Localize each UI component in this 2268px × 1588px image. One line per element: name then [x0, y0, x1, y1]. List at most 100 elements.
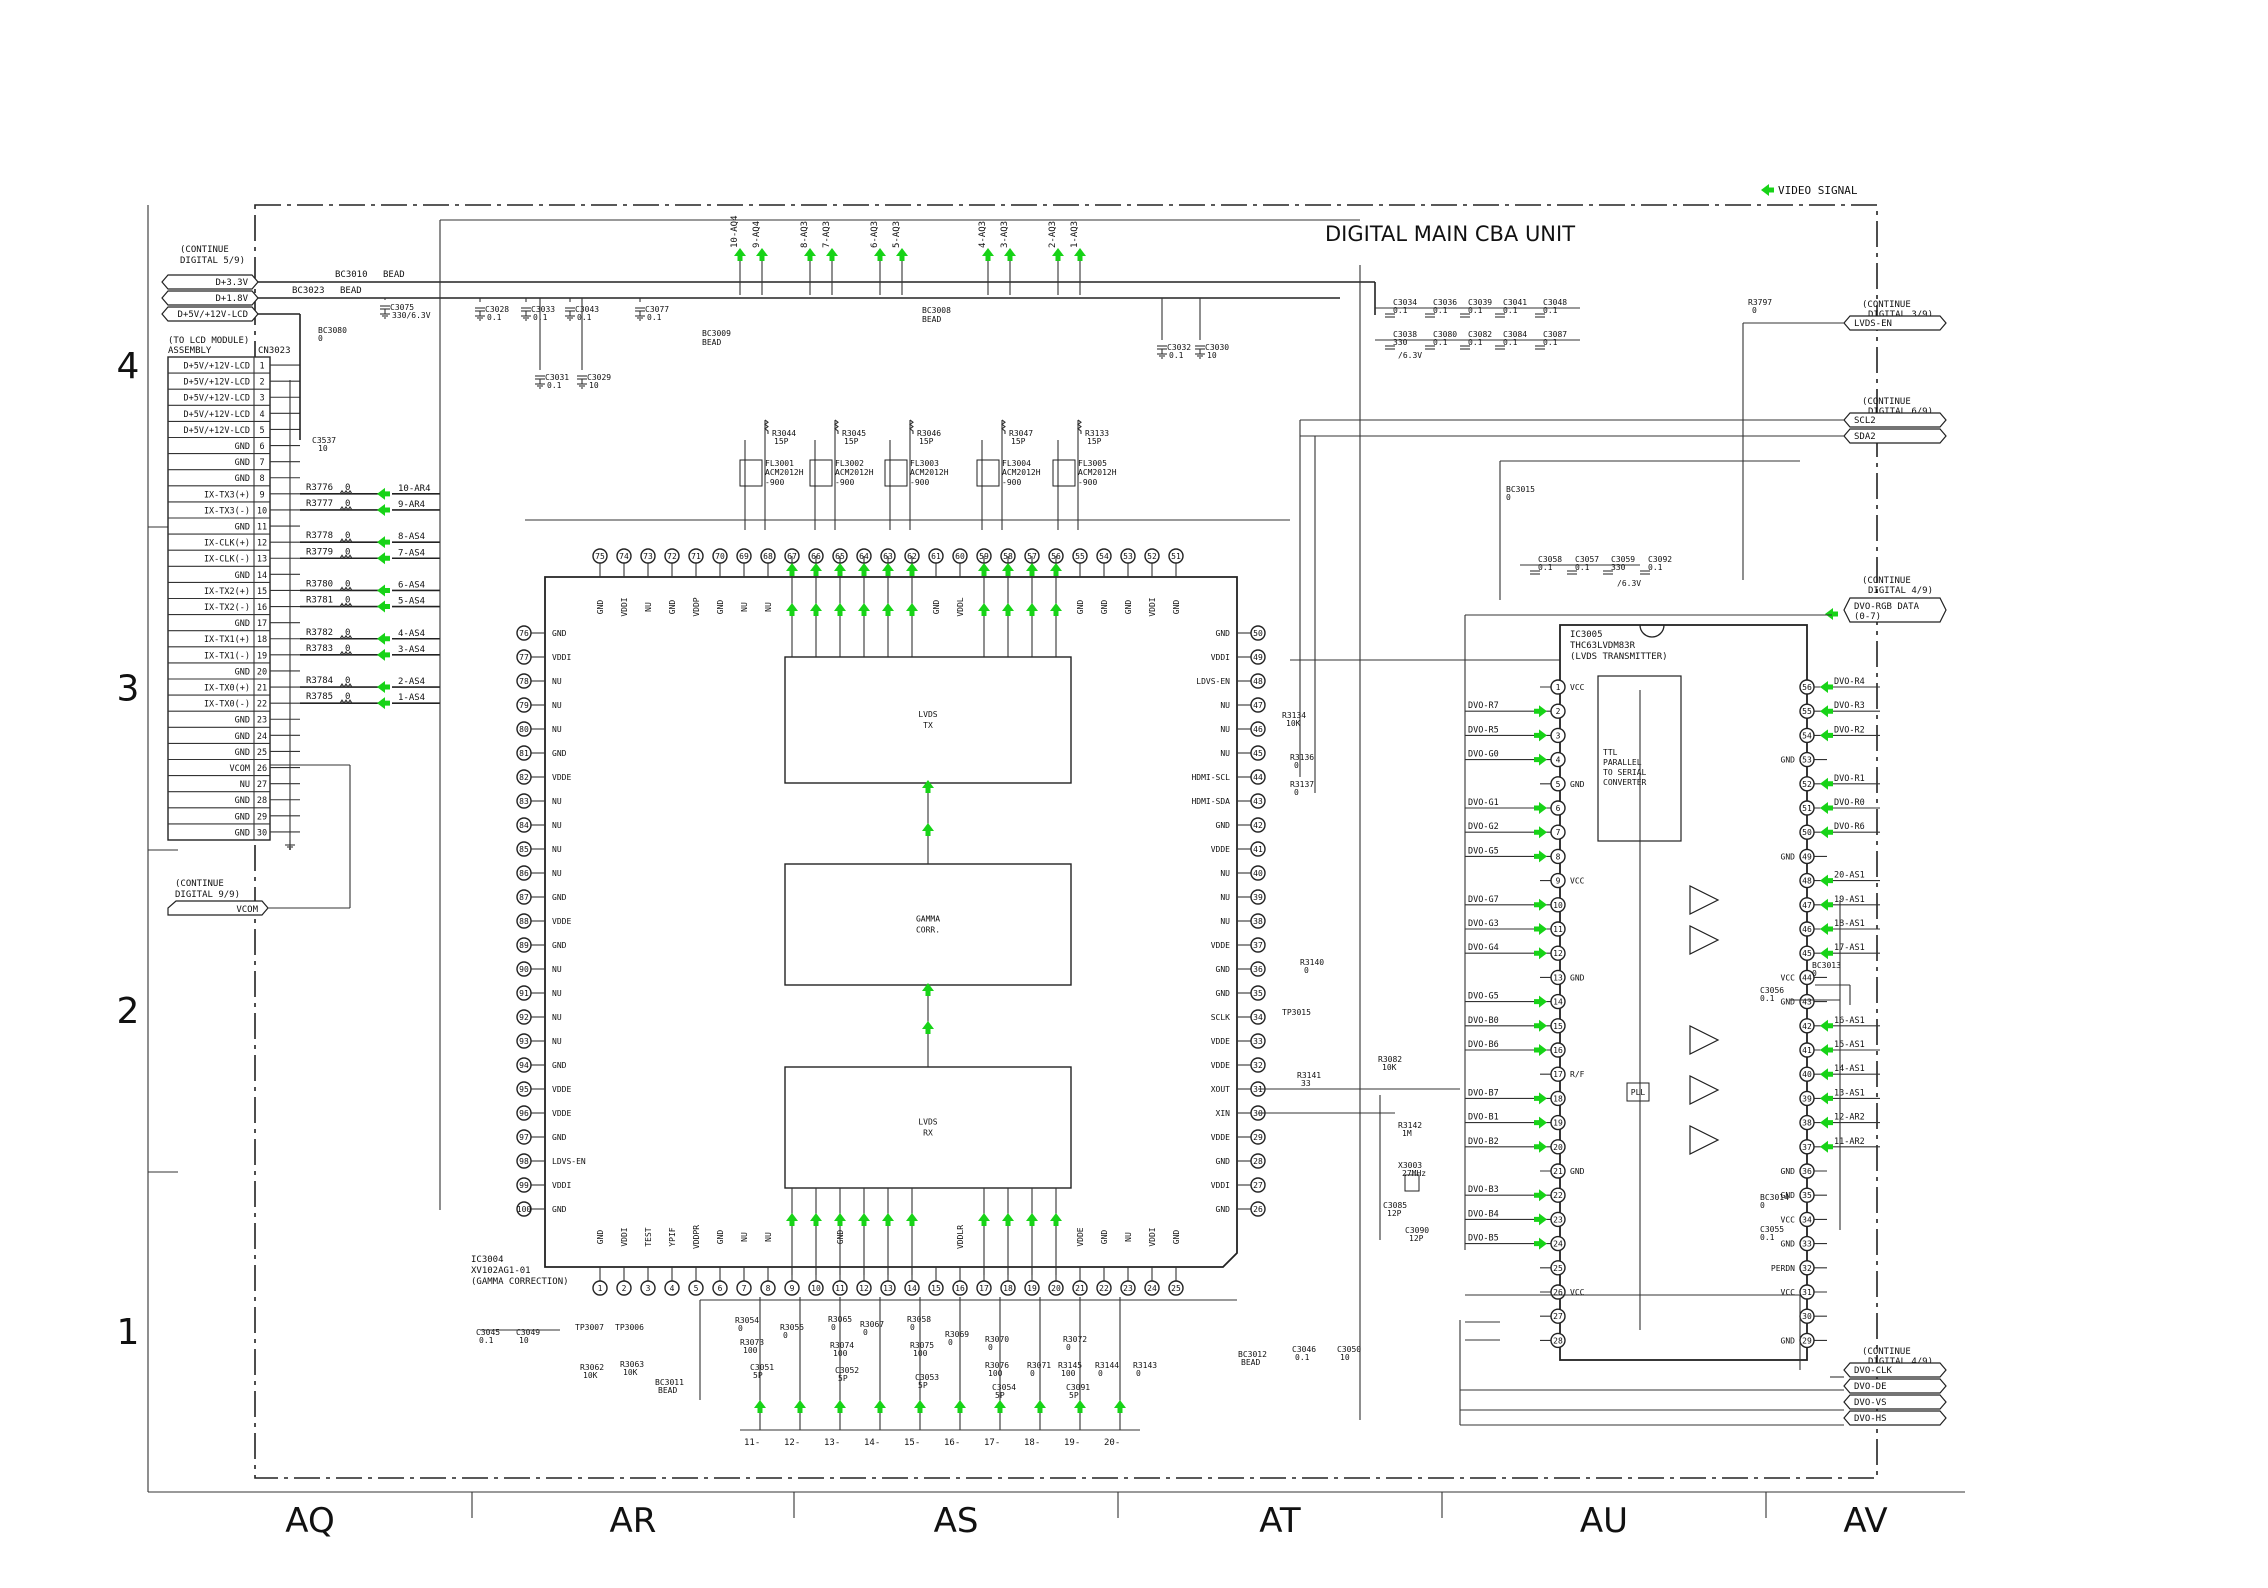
ic3004-pin-name: GND: [1076, 600, 1085, 615]
resistor-ref: R3779: [306, 547, 333, 557]
ic3004-pin: [976, 1280, 992, 1296]
rgb-net-label: DVO-G3: [1468, 919, 1499, 929]
pin-number: 4: [670, 1284, 675, 1293]
pin-number: 77: [519, 653, 529, 662]
cap-ref: C3055: [1760, 1225, 1784, 1234]
ic3005-arrow: [1820, 1092, 1833, 1105]
ic3004-pin-name: NU: [740, 602, 749, 612]
bead-value: 0: [1812, 969, 1817, 978]
vcom-connector: [167, 900, 269, 916]
ic3004-pin: [1250, 769, 1266, 785]
ic3004-pin: [832, 1280, 848, 1296]
ic3005-pin: [1550, 1090, 1566, 1107]
ic3005-pin-name: GND: [1781, 1336, 1796, 1345]
ic3004-pin: [1250, 721, 1266, 737]
pin-number: 98: [519, 1157, 529, 1166]
cap-value: 0.1: [647, 313, 662, 322]
resistor-symbol: [339, 554, 353, 560]
top-net-label: 10-AQ4: [730, 215, 740, 248]
ic3005-pin: [1799, 848, 1815, 865]
ic3004-pin-name: XIN: [1216, 1109, 1231, 1118]
net-label: 1-AS4: [398, 693, 425, 703]
bottom-part-ref: C3051: [750, 1363, 774, 1372]
bottom-part-value: 5P: [838, 1374, 848, 1383]
ic3005-net-label: 17-AS1: [1834, 943, 1865, 953]
connector-pin-signal: GND: [235, 716, 250, 726]
ic3005-net-label: DVO-R2: [1834, 725, 1865, 735]
pin-number: 85: [519, 845, 529, 854]
pin-number: 25: [1553, 1264, 1563, 1273]
connector-pin-number: 28: [257, 796, 267, 806]
ic3004-pin-name: YPIF: [668, 1227, 677, 1246]
ic3004-pin: [1250, 841, 1266, 857]
ic3004-pin-name: GND: [668, 600, 677, 615]
ic3005-pin: [1799, 1163, 1815, 1179]
ic3004-pin-name: NU: [552, 1013, 562, 1022]
cap-value: 0.1: [1760, 994, 1775, 1003]
cap-value: 0.1: [1433, 306, 1448, 315]
bottom-part-value: 0.1: [479, 1336, 494, 1345]
bottom-part-ref: C3050: [1337, 1345, 1361, 1354]
connector-pin-signal: GND: [235, 667, 250, 677]
bottom-part-ref: C3049: [516, 1328, 540, 1337]
resistor-value: 0: [345, 676, 350, 686]
lvds-tx-arrow: [786, 603, 798, 616]
pin-number: 51: [1802, 804, 1812, 813]
ic3004-pin: [904, 1280, 920, 1296]
ic3005-pin: [1550, 1066, 1566, 1082]
ic3004-pin-name: LDVS-EN: [1196, 677, 1230, 686]
pin-number: 53: [1123, 552, 1133, 561]
bottom-part-ref: C3046: [1292, 1345, 1316, 1354]
bottom-net-label: 15-: [904, 1438, 920, 1448]
bottom-net-arrow: [834, 1400, 846, 1413]
ic3004-pin-name: NU: [1220, 869, 1230, 878]
ic3004-pin-name: HDMI-SCL: [1191, 773, 1230, 782]
ic3004-pin: [516, 745, 532, 761]
rgb-bus-connector: [1843, 597, 1947, 623]
bottom-part-value: 0: [1098, 1369, 1103, 1378]
tx-arrow: [377, 584, 390, 597]
ic3004-pin-name: VDDP: [692, 597, 701, 616]
block-label: LVDS: [918, 1118, 937, 1127]
ic3004-pin: [1250, 889, 1266, 905]
lvds-tx-arrow: [834, 603, 846, 616]
ic3005-arrow: [1820, 1044, 1833, 1056]
ic3004-pin: [516, 1105, 532, 1121]
pin-number: 88: [519, 917, 529, 926]
pin-number: 54: [1099, 552, 1109, 561]
bead-ref: BC3080: [318, 326, 347, 335]
lvds-rx-arrow: [1002, 1213, 1014, 1226]
ic3004-part-value: 33: [1301, 1079, 1311, 1088]
ic3004-pin-name: VDDE: [1211, 1037, 1230, 1046]
ic3004-pin-name: VDDE: [552, 1109, 571, 1118]
ic3004-pin: [516, 1201, 532, 1217]
filter-res-value: 15P: [1087, 437, 1102, 446]
bottom-net-arrow: [914, 1400, 926, 1413]
connector-pin-number: 24: [257, 732, 267, 742]
connector-pin-signal: GND: [235, 812, 250, 822]
pin-number: 30: [1802, 1312, 1812, 1321]
connector-pin-signal: D+5V/+12V-LCD: [183, 362, 250, 372]
bead-ref: BC3023: [292, 286, 325, 296]
connector-pin-number: 1: [259, 362, 264, 372]
ic3004-part-ref: C3085: [1383, 1201, 1407, 1210]
bead-ref: BC3014: [1760, 1193, 1789, 1202]
cap-value: 0.1: [1503, 338, 1518, 347]
bottom-net-arrow: [874, 1400, 886, 1413]
pin-number: 25: [1171, 1284, 1181, 1293]
ic3005-pin-name: VCC: [1570, 1288, 1585, 1297]
top-net-arrow: [874, 248, 886, 261]
zone-label-as: AS: [934, 1501, 979, 1541]
bottom-part-ref: R3143: [1133, 1361, 1157, 1370]
pin-number: 7: [742, 1284, 747, 1293]
lvds-driver: [1689, 1125, 1720, 1155]
rgb-net-label: DVO-G2: [1468, 822, 1499, 832]
ic3005-pin: [1550, 969, 1566, 986]
pin-number: 61: [931, 552, 941, 561]
ic3004-part-value: 10K: [1286, 719, 1301, 728]
lvds-tx-arrow: [1002, 603, 1014, 616]
tx-arrow: [377, 600, 390, 613]
connector-pin-number: 16: [257, 603, 267, 613]
rgb-arrow: [1534, 1189, 1547, 1202]
cap-value: 10: [318, 444, 328, 453]
